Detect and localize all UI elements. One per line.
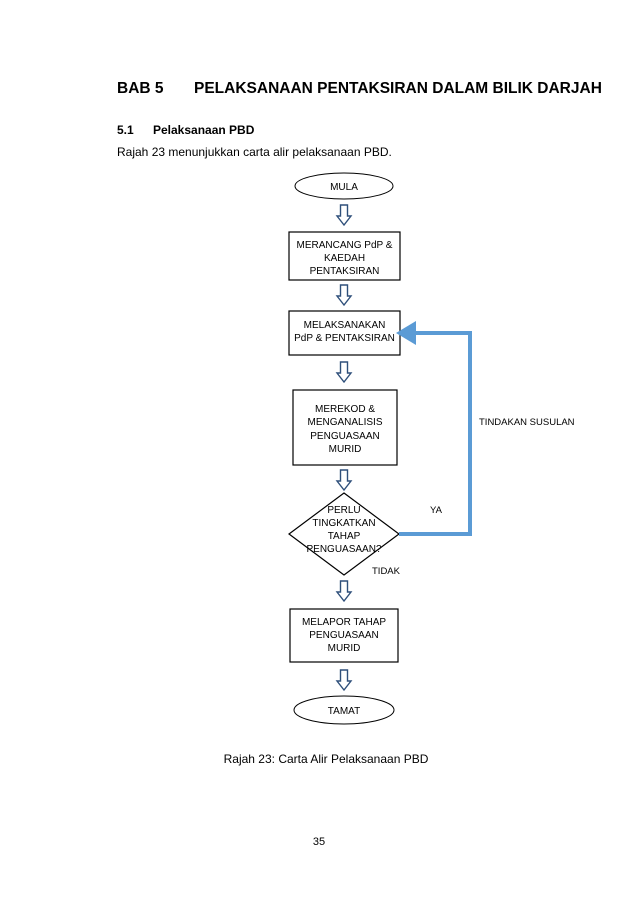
process-record-line-3: PENGUASAAN [310, 431, 379, 442]
process-plan-line-1: MERANCANG PdP & [297, 240, 393, 251]
down-arrow-5 [335, 580, 353, 603]
process-record-line-4: MURID [329, 444, 362, 455]
down-arrow-1 [335, 204, 353, 227]
decision-line-4: PENGUASAAN? [306, 544, 381, 555]
process-plan-line-2: KAEDAH [324, 253, 365, 264]
decision-line-2: TINGKATKAN [312, 518, 375, 529]
down-arrow-4 [335, 469, 353, 492]
label-yes: YA [430, 505, 443, 516]
start-label: MULA [330, 182, 358, 193]
decision-line-3: TAHAP [328, 531, 361, 542]
down-arrow-6 [335, 669, 353, 692]
figure-caption: Rajah 23: Carta Alir Pelaksanaan PBD [0, 752, 638, 766]
label-follow-up: TINDAKAN SUSULAN [479, 417, 575, 428]
end-label: TAMAT [328, 706, 360, 717]
process-report-line-1: MELAPOR TAHAP [302, 617, 386, 628]
down-arrow-2 [335, 284, 353, 307]
process-plan-line-3: PENTAKSIRAN [310, 266, 380, 277]
chapter-number: BAB 5 [117, 80, 164, 97]
section-heading: 5.1 Pelaksanaan PBD [117, 123, 254, 137]
page-number: 35 [312, 836, 326, 848]
process-implement: MELAKSANAKAN PdP & PENTAKSIRAN [288, 310, 401, 356]
process-report-line-3: MURID [328, 643, 361, 654]
end-node: TAMAT [293, 695, 395, 725]
process-plan: MERANCANG PdP & KAEDAH PENTAKSIRAN [288, 231, 401, 281]
figure-caption-text: Rajah 23: Carta Alir Pelaksanaan PBD [223, 752, 429, 766]
down-arrow-3 [335, 361, 353, 384]
process-implement-line-2: PdP & PENTAKSIRAN [294, 333, 395, 344]
start-node: MULA [294, 172, 394, 200]
process-record-line-1: MEREKOD & [315, 404, 375, 415]
process-record: MEREKOD & MENGANALISIS PENGUASAAN MURID [292, 389, 398, 466]
process-report-line-2: PENGUASAAN [309, 630, 378, 641]
section-title: Pelaksanaan PBD [153, 123, 255, 137]
section-number: 5.1 [117, 123, 134, 137]
label-no: TIDAK [372, 566, 401, 577]
process-implement-line-1: MELAKSANAKAN [304, 320, 386, 331]
process-report: MELAPOR TAHAP PENGUASAAN MURID [289, 608, 399, 663]
chapter-title: PELAKSANAAN PENTAKSIRAN DALAM BILIK DARJ… [194, 80, 602, 97]
decision-node: PERLU TINGKATKAN TAHAP PENGUASAAN? [287, 492, 401, 576]
process-record-line-2: MENGANALISIS [307, 417, 382, 428]
decision-line-1: PERLU [327, 505, 360, 516]
chapter-heading: BAB 5 PELAKSANAAN PENTAKSIRAN DALAM BILIK… [117, 80, 602, 98]
intro-paragraph: Rajah 23 menunjukkan carta alir pelaksan… [117, 145, 392, 159]
loop-back-arrow [396, 321, 472, 536]
